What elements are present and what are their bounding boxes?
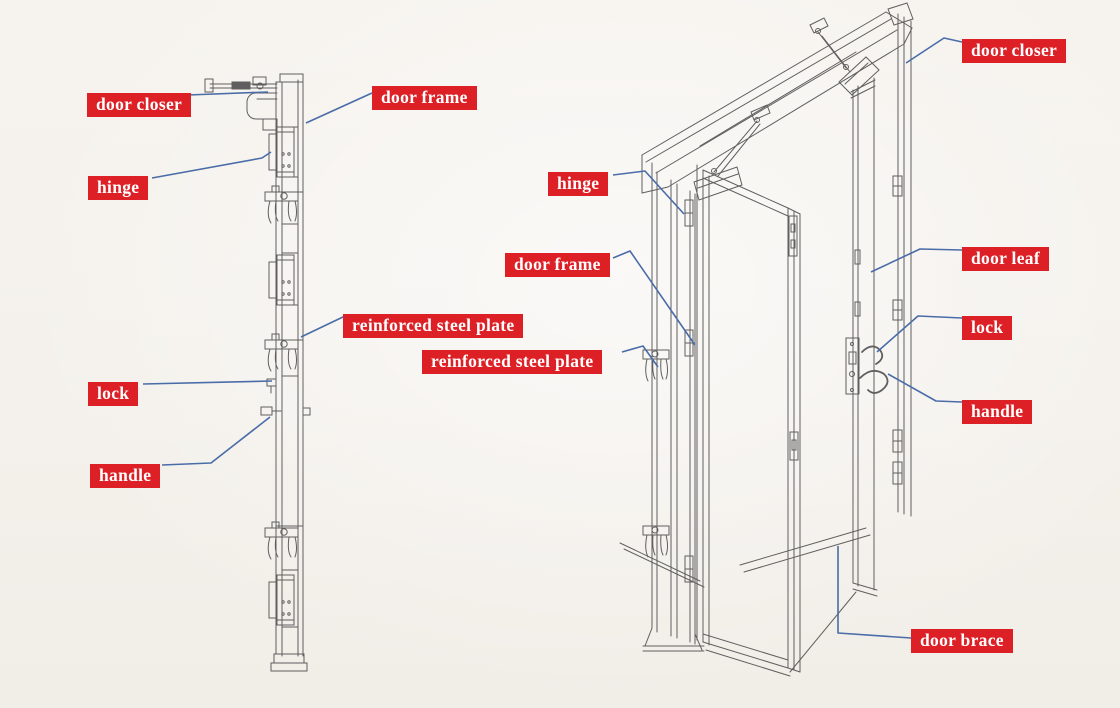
label-lock-left: lock: [88, 382, 139, 406]
lock-body: [845, 337, 860, 395]
label-handle-right: handle: [962, 400, 1033, 424]
label-door-brace: door brace: [911, 629, 1013, 653]
leader-door-frame-left: [305, 92, 373, 124]
leader-lock-right: [876, 315, 963, 353]
lock-stub-left: [266, 378, 277, 394]
leader-door-closer-right: [905, 37, 963, 64]
leader-handle-right: [887, 373, 963, 403]
leader-reinforced-right: [621, 345, 659, 368]
leader-lock-left: [142, 380, 273, 385]
door-edge-column: [270, 73, 308, 672]
open-leaf-edge: [845, 77, 889, 597]
label-handle-left: handle: [90, 464, 161, 488]
label-reinforced-steel-plate-right: reinforced steel plate: [422, 350, 603, 374]
frame-right-jamb: [892, 13, 912, 517]
label-reinforced-steel-plate-left: reinforced steel plate: [343, 314, 524, 338]
frame-head-rail: [641, 2, 914, 194]
leader-door-leaf: [870, 248, 963, 273]
door-closer-device-right: [809, 17, 880, 96]
label-door-closer-left: door closer: [87, 93, 192, 117]
frame-left-jamb: [642, 162, 705, 652]
label-hinge-right: hinge: [548, 172, 609, 196]
hinge-plates-left: [268, 126, 295, 626]
label-door-frame-left: door frame: [372, 86, 477, 110]
label-door-leaf: door leaf: [962, 247, 1049, 271]
leader-reinforced-left: [300, 315, 346, 338]
door-closer-device-left: [204, 76, 278, 131]
leader-handle-left: [161, 416, 271, 466]
left-view-drawing: [204, 73, 311, 672]
right-view-drawing: [619, 2, 914, 677]
door-closer-device-inner: [693, 104, 771, 201]
label-door-frame-right: door frame: [505, 253, 610, 277]
leader-door-frame-right: [612, 250, 696, 346]
leader-door-brace: [837, 546, 912, 639]
leader-hinge-right: [612, 170, 685, 215]
door-leaf-panel: [696, 164, 801, 677]
handle-stub-left: [260, 406, 311, 416]
label-lock-right: lock: [962, 316, 1013, 340]
leader-door-closer-left: [187, 91, 269, 96]
label-hinge-left: hinge: [88, 176, 149, 200]
label-door-closer-right: door closer: [962, 39, 1067, 63]
leader-hinge-left: [151, 151, 272, 179]
claw-anchors-left: [264, 185, 299, 560]
door-brace-bars: [619, 527, 871, 673]
leader-lines: [142, 37, 963, 639]
